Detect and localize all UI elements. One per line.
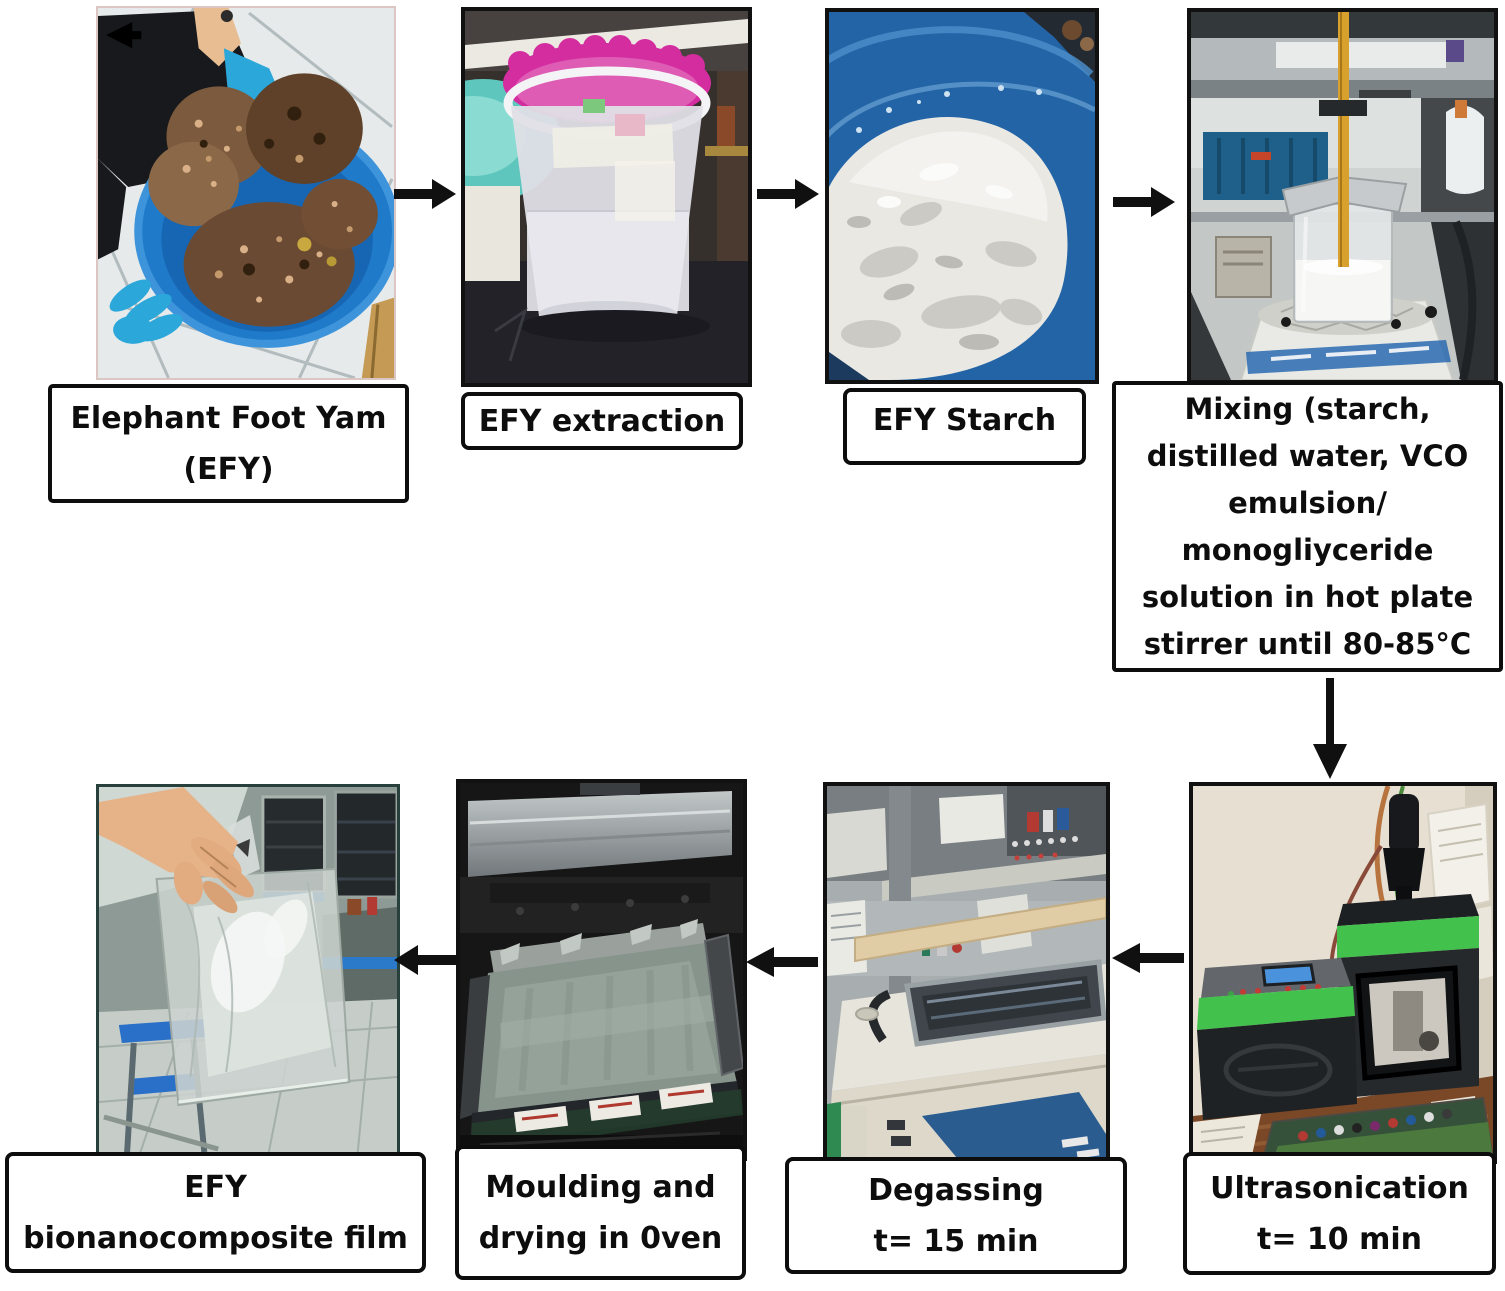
arrow-right-icon (757, 176, 819, 212)
label-line: solution in hot plate (1141, 579, 1474, 614)
label-line: distilled water, VCO (1146, 438, 1469, 473)
label-line: Mixing (starch, (1184, 391, 1431, 426)
label-line: bionanocomposite film (23, 1220, 408, 1256)
label-mixing: Mixing (starch, distilled water, VCO emu… (1112, 381, 1503, 672)
label-line: EFY extraction (478, 403, 726, 439)
arrow-down-icon (1310, 678, 1350, 780)
label-ultrasonication: Ultrasonication t= 10 min (1183, 1152, 1496, 1275)
label-line: Ultrasonication (1210, 1170, 1469, 1206)
bucket-photo-illustration (465, 11, 748, 383)
oven-photo-illustration (460, 783, 743, 1157)
label-efy-starch: EFY Starch (843, 388, 1086, 465)
label-line: Elephant Foot Yam (70, 400, 387, 436)
label-efy-extraction: EFY extraction (461, 392, 743, 450)
photo-efy-extraction-bucket (461, 7, 752, 387)
arrow-right-icon (1113, 184, 1175, 220)
label-line: drying in 0ven (478, 1220, 723, 1256)
film-photo-illustration (99, 787, 397, 1157)
photo-ultrasonication-device (1189, 782, 1497, 1164)
label-line: stirrer until 80-85°C (1143, 626, 1472, 661)
label-line: Degassing (868, 1172, 1044, 1208)
arrow-left-icon (746, 944, 818, 980)
label-line: t= 10 min (1256, 1221, 1422, 1257)
label-line: t= 15 min (873, 1223, 1039, 1259)
photo-efy-starch (825, 8, 1099, 384)
label-line: monogliyceride (1181, 532, 1434, 567)
starch-photo-illustration (829, 12, 1095, 380)
arrow-right-icon (394, 176, 456, 212)
arrow-left-icon (394, 942, 456, 978)
label-moulding-drying: Moulding and drying in 0ven (455, 1145, 746, 1280)
label-line: Moulding and (485, 1169, 716, 1205)
label-line: emulsion/ (1228, 485, 1387, 520)
photo-degassing-bath (823, 782, 1110, 1162)
photo-oven-moulding (456, 779, 747, 1161)
ultrasonication-photo-illustration (1193, 786, 1493, 1160)
photo-hot-plate-stirrer (1187, 8, 1498, 384)
yam-photo-illustration (98, 8, 394, 378)
photo-bionanocomposite-film (96, 784, 400, 1160)
label-degassing: Degassing t= 15 min (785, 1157, 1127, 1274)
degassing-photo-illustration (827, 786, 1106, 1158)
label-elephant-foot-yam: Elephant Foot Yam (EFY) (48, 384, 409, 503)
label-line: (EFY) (183, 451, 274, 487)
photo-elephant-foot-yam (96, 6, 396, 380)
stirrer-photo-illustration (1191, 12, 1494, 380)
label-bionanocomposite-film: EFY bionanocomposite film (5, 1152, 426, 1273)
label-line: EFY (184, 1169, 247, 1205)
arrow-left-icon (1112, 940, 1184, 976)
label-line: EFY Starch (872, 403, 1057, 438)
